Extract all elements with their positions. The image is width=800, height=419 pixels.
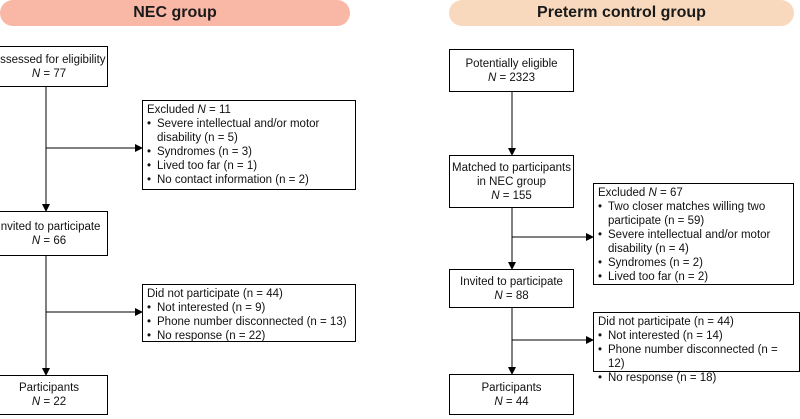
- invited-n-left: 66: [53, 234, 67, 247]
- potential-label: Potentially eligible: [465, 57, 558, 70]
- participants-n-right: 44: [515, 395, 529, 408]
- invited-count-left: N = 66: [31, 234, 67, 247]
- list-item: Phone number disconnected (n = 12): [598, 343, 795, 371]
- list-item: No response (n = 22): [147, 329, 351, 343]
- potential-box: Potentially eligible N = 2323: [449, 49, 574, 92]
- invited-count-right: N = 88: [494, 289, 529, 302]
- preterm-control-header-label: Preterm control group: [537, 4, 706, 21]
- excluded-list-left: Severe intellectual and/or motor disabil…: [147, 117, 351, 187]
- invited-box-left: Invited to participate N = 66: [0, 211, 108, 256]
- didnot-list-right: Not interested (n = 14) Phone number dis…: [598, 329, 795, 385]
- invited-box-right: Invited to participate N = 88: [449, 269, 574, 308]
- invited-label-right: Invited to participate: [460, 275, 563, 288]
- matched-label-2: in NEC group: [476, 175, 547, 188]
- participants-count-right: N = 44: [494, 395, 529, 408]
- list-item: Severe intellectual and/or motor disabil…: [598, 228, 789, 256]
- list-item: No response (n = 18): [598, 371, 795, 385]
- preterm-control-header: Preterm control group: [449, 0, 794, 26]
- participants-n-left: 22: [53, 396, 67, 408]
- nec-group-header: NEC group: [0, 0, 350, 26]
- invited-n-right: 88: [515, 289, 529, 302]
- didnot-box-left: Did not participate (n = 44) Not interes…: [142, 284, 356, 343]
- participants-label-right: Participants: [481, 381, 542, 394]
- list-item: Syndromes (n = 3): [147, 145, 351, 159]
- matched-n: 155: [512, 189, 532, 202]
- excluded-title-text-left: Excluded: [147, 104, 195, 116]
- excluded-n-left: 11: [218, 104, 231, 116]
- list-item: Lived too far (n = 2): [598, 270, 789, 284]
- excluded-title-text-right: Excluded: [598, 187, 646, 199]
- list-item: Phone number disconnected (n = 13): [147, 315, 351, 329]
- didnot-title-left: Did not participate (n = 44): [147, 288, 283, 300]
- list-item: Lived too far (n = 1): [147, 159, 351, 173]
- excluded-list-right: Two closer matches willing two participa…: [598, 200, 789, 284]
- assessed-n: 77: [53, 67, 67, 80]
- didnot-title-right: Did not participate (n = 44): [598, 316, 734, 328]
- matched-count: N = 155: [491, 189, 532, 202]
- list-item: Syndromes (n = 2): [598, 256, 789, 270]
- matched-box: Matched to participants in NEC group N =…: [449, 155, 574, 208]
- participants-label-left: Participants: [18, 382, 80, 394]
- list-item: Severe intellectual and/or motor disabil…: [147, 117, 351, 145]
- participants-count-left: N = 22: [31, 396, 67, 408]
- list-item: Not interested (n = 14): [598, 329, 795, 343]
- nec-group-header-label: NEC group: [133, 4, 217, 21]
- list-item: Not interested (n = 9): [147, 301, 351, 315]
- excluded-n-right: 67: [669, 187, 683, 199]
- participants-box-left: Participants N = 22: [0, 375, 108, 415]
- excluded-box-left: Excluded N = 11 Severe intellectual and/…: [142, 100, 356, 190]
- excluded-box-right: Excluded N = 67 Two closer matches willi…: [593, 183, 794, 285]
- assessed-box: Assessed for eligibility N = 77: [0, 46, 108, 87]
- didnot-box-right: Did not participate (n = 44) Not interes…: [593, 312, 800, 385]
- invited-label-left: Invited to participate: [0, 220, 101, 233]
- excluded-title-left: Excluded N = 11: [147, 104, 231, 116]
- excluded-title-right: Excluded N = 67: [598, 187, 683, 199]
- didnot-list-left: Not interested (n = 9) Phone number disc…: [147, 301, 351, 343]
- assessed-count: N = 77: [31, 67, 67, 80]
- potential-count: N = 2323: [487, 71, 535, 84]
- list-item: Two closer matches willing two participa…: [598, 200, 789, 228]
- assessed-label: Assessed for eligibility: [0, 53, 106, 66]
- list-item: No contact information (n = 2): [147, 173, 351, 187]
- participants-box-right: Participants N = 44: [449, 374, 574, 415]
- potential-n: 2323: [509, 71, 535, 84]
- matched-label-1: Matched to participants: [452, 161, 571, 174]
